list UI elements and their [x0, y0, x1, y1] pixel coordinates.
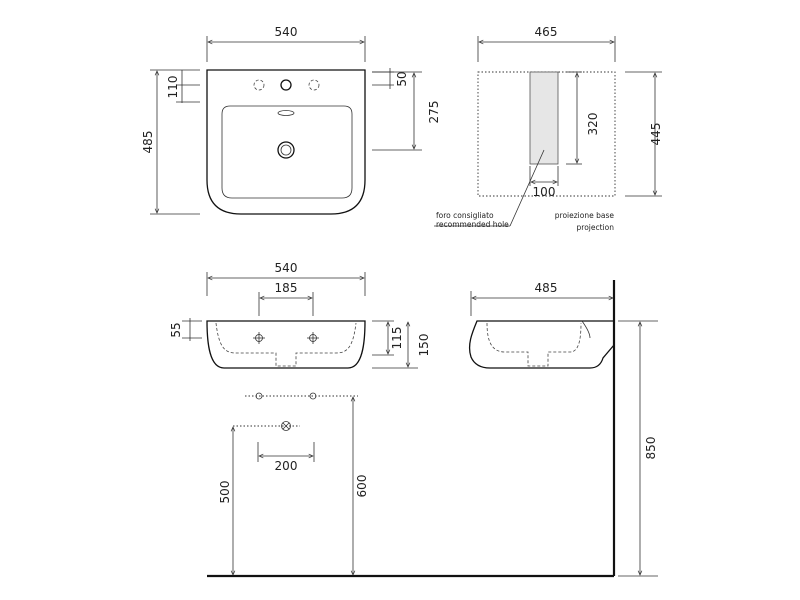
top-view: 540 485 110 50 275 — [141, 25, 441, 215]
basin-outline-side — [468, 320, 615, 369]
supply-point-left-icon — [255, 392, 263, 400]
dim-tap-spacing: 185 — [275, 281, 298, 295]
label-hole-en: recommended hole — [436, 220, 509, 229]
dim-tap-depth: 55 — [169, 322, 183, 337]
recommended-hole-area — [529, 71, 559, 165]
dim-drain-width: 200 — [275, 459, 298, 473]
drain-hole-icon — [277, 141, 295, 159]
bowl-hidden-side — [486, 322, 582, 367]
dim-top-depth: 485 — [141, 131, 155, 154]
base-projection-view: 465 445 320 100 foro consigliato recomme… — [434, 25, 663, 232]
dim-proj-width: 465 — [535, 25, 558, 39]
label-proj-en: projection — [577, 223, 615, 232]
dim-side-depth: 485 — [535, 281, 558, 295]
hole-leader-line — [509, 149, 545, 227]
back-rim-detail — [581, 320, 591, 339]
dim-total-height: 150 — [417, 334, 431, 357]
base-projection-outline — [477, 71, 616, 197]
label-hole-it: foro consigliato — [436, 211, 494, 220]
tap-hole-left-icon — [253, 79, 265, 91]
dim-hole-height: 320 — [586, 113, 600, 136]
overflow-slot-icon — [277, 110, 295, 116]
drain-hole-inner — [280, 144, 292, 156]
side-view: 485 850 — [207, 280, 658, 578]
tap-hole-marker-right-icon — [307, 332, 319, 344]
basin-outline-plan — [206, 69, 366, 215]
dim-mount-height: 850 — [644, 437, 658, 460]
dim-bowl: 275 — [427, 101, 441, 124]
tap-hole-center-icon — [280, 79, 292, 91]
bowl-hidden-front — [215, 322, 357, 367]
drain-outlet-icon — [281, 421, 291, 431]
dim-supply-height: 600 — [355, 475, 369, 498]
dim-hole-width: 100 — [533, 185, 556, 199]
basin-outline-front — [206, 320, 366, 369]
dim-front-width: 540 — [275, 261, 298, 275]
dim-proj-depth: 445 — [649, 123, 663, 146]
wall-layout-view: 200 500 600 — [218, 392, 369, 575]
dim-rim: 50 — [395, 71, 409, 86]
dim-front-height: 115 — [390, 327, 404, 350]
tap-hole-marker-left-icon — [253, 332, 265, 344]
dim-top-width: 540 — [275, 25, 298, 39]
label-proj-it: proiezione base — [555, 211, 615, 220]
dim-drain-height: 500 — [218, 481, 232, 504]
dim-tap-offset: 110 — [166, 76, 180, 99]
tap-hole-right-icon — [308, 79, 320, 91]
front-view: 540 185 55 115 150 — [169, 261, 431, 369]
supply-point-right-icon — [309, 392, 317, 400]
basin-bowl-plan — [221, 105, 353, 199]
